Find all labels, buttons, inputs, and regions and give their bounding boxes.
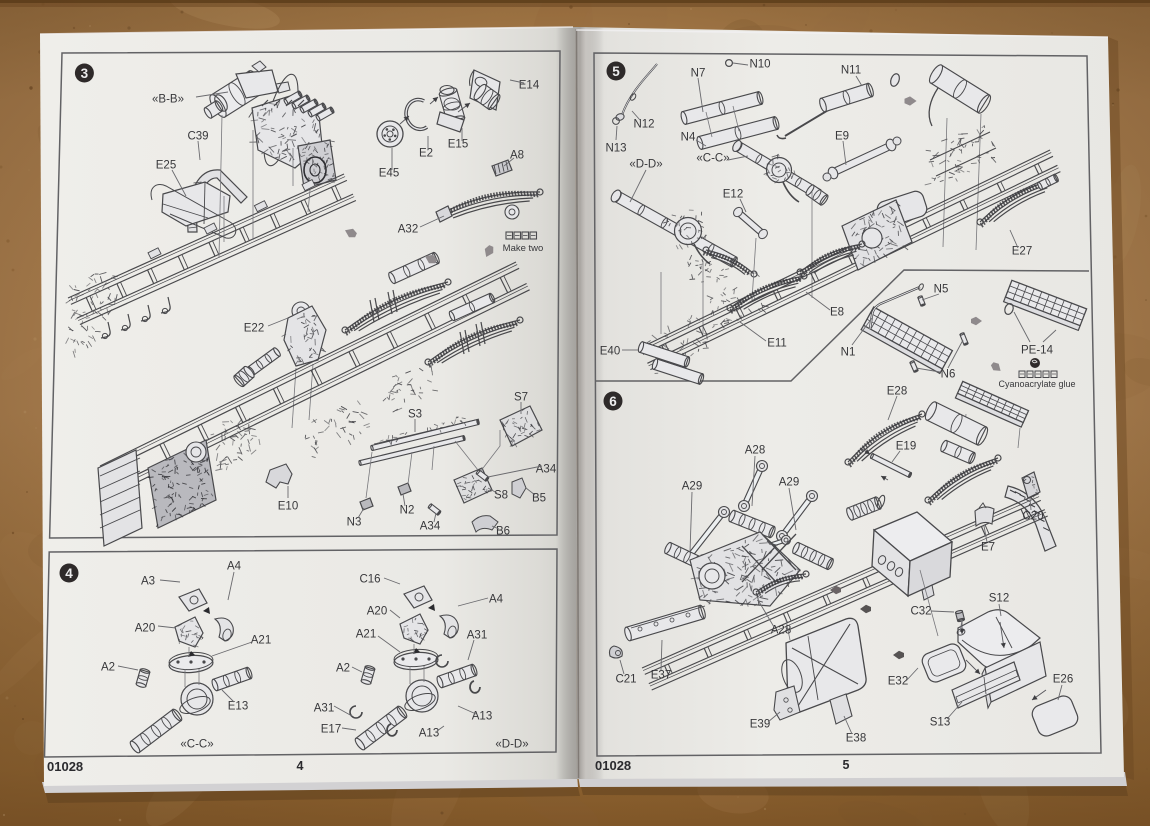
svg-text:S3: S3: [408, 409, 422, 421]
svg-text:A34: A34: [420, 521, 441, 533]
svg-text:E40: E40: [600, 346, 620, 358]
svg-text:4: 4: [297, 759, 304, 773]
svg-text:B6: B6: [496, 526, 510, 538]
svg-text:C20: C20: [1022, 511, 1043, 523]
svg-text:E17: E17: [321, 724, 341, 736]
svg-text:Cyanoacrylate glue: Cyanoacrylate glue: [998, 379, 1075, 389]
svg-text:E9: E9: [835, 131, 849, 143]
svg-text:S12: S12: [989, 593, 1009, 605]
svg-text:A4: A4: [227, 561, 242, 573]
svg-text:A13: A13: [472, 711, 492, 723]
svg-text:4: 4: [65, 566, 73, 581]
svg-text:E19: E19: [896, 441, 916, 453]
svg-text:3: 3: [81, 66, 89, 81]
svg-text:E13: E13: [228, 701, 248, 713]
svg-text:A3: A3: [141, 576, 155, 588]
svg-text:N11: N11: [841, 65, 861, 77]
svg-text:A13: A13: [419, 728, 439, 740]
svg-text:A29: A29: [682, 481, 702, 493]
svg-text:A31: A31: [314, 703, 334, 715]
svg-text:A31: A31: [467, 630, 487, 642]
svg-text:01028: 01028: [47, 759, 83, 774]
svg-text:N1: N1: [841, 347, 856, 359]
svg-text:«D-D»: «D-D»: [495, 739, 528, 751]
svg-text:N6: N6: [941, 369, 956, 381]
svg-text:N12: N12: [633, 119, 654, 131]
svg-text:A2: A2: [336, 663, 350, 675]
svg-text:C16: C16: [359, 574, 380, 586]
svg-text:«C-C»: «C-C»: [180, 739, 213, 751]
svg-text:A32: A32: [398, 224, 418, 236]
svg-text:E28: E28: [887, 386, 907, 398]
svg-text:E12: E12: [723, 189, 743, 201]
svg-text:«D-D»: «D-D»: [629, 159, 662, 171]
svg-text:N10: N10: [749, 59, 770, 71]
svg-text:A21: A21: [251, 635, 271, 647]
svg-text:N7: N7: [691, 68, 706, 80]
svg-text:E11: E11: [767, 338, 787, 350]
svg-text:5: 5: [843, 758, 850, 772]
svg-text:A2: A2: [101, 662, 115, 674]
svg-text:A28: A28: [745, 445, 765, 457]
svg-text:«B-B»: «B-B»: [152, 94, 184, 106]
svg-text:S7: S7: [514, 392, 528, 404]
svg-text:N5: N5: [934, 284, 949, 296]
svg-text:E14: E14: [519, 80, 540, 92]
svg-text:C21: C21: [615, 674, 636, 686]
svg-text:E39: E39: [750, 719, 770, 731]
svg-text:01028: 01028: [595, 758, 631, 773]
svg-text:E10: E10: [278, 501, 298, 513]
svg-text:E38: E38: [846, 733, 866, 745]
svg-text:A20: A20: [367, 606, 387, 618]
svg-text:A29: A29: [779, 477, 799, 489]
svg-text:E15: E15: [448, 139, 468, 151]
svg-text:N4: N4: [681, 132, 696, 144]
svg-text:A20: A20: [135, 623, 155, 635]
svg-text:E32: E32: [888, 676, 908, 688]
svg-text:E2: E2: [419, 148, 433, 160]
svg-text:E25: E25: [156, 160, 176, 172]
svg-text:N3: N3: [347, 517, 362, 529]
svg-text:A28: A28: [771, 625, 791, 637]
svg-text:6: 6: [609, 394, 617, 409]
svg-text:5: 5: [612, 64, 620, 79]
svg-text:A21: A21: [356, 629, 376, 641]
svg-text:N13: N13: [605, 143, 626, 155]
svg-text:N2: N2: [400, 505, 415, 517]
svg-text:E37: E37: [651, 670, 671, 682]
svg-text:E7: E7: [981, 542, 995, 554]
svg-text:C39: C39: [187, 131, 208, 143]
svg-text:E45: E45: [379, 168, 399, 180]
svg-text:Make two: Make two: [503, 243, 544, 254]
svg-text:E8: E8: [830, 307, 844, 319]
svg-text:«C-C»: «C-C»: [696, 153, 729, 165]
svg-text:A4: A4: [489, 594, 504, 606]
svg-text:E26: E26: [1053, 674, 1073, 686]
svg-text:E22: E22: [244, 323, 264, 335]
svg-text:B5: B5: [532, 493, 546, 505]
svg-text:S8: S8: [494, 490, 508, 502]
svg-text:E27: E27: [1012, 246, 1032, 258]
svg-text:S13: S13: [930, 717, 950, 729]
svg-text:A34: A34: [536, 464, 557, 476]
svg-text:C32: C32: [910, 606, 931, 618]
svg-text:PE-14: PE-14: [1021, 345, 1054, 357]
